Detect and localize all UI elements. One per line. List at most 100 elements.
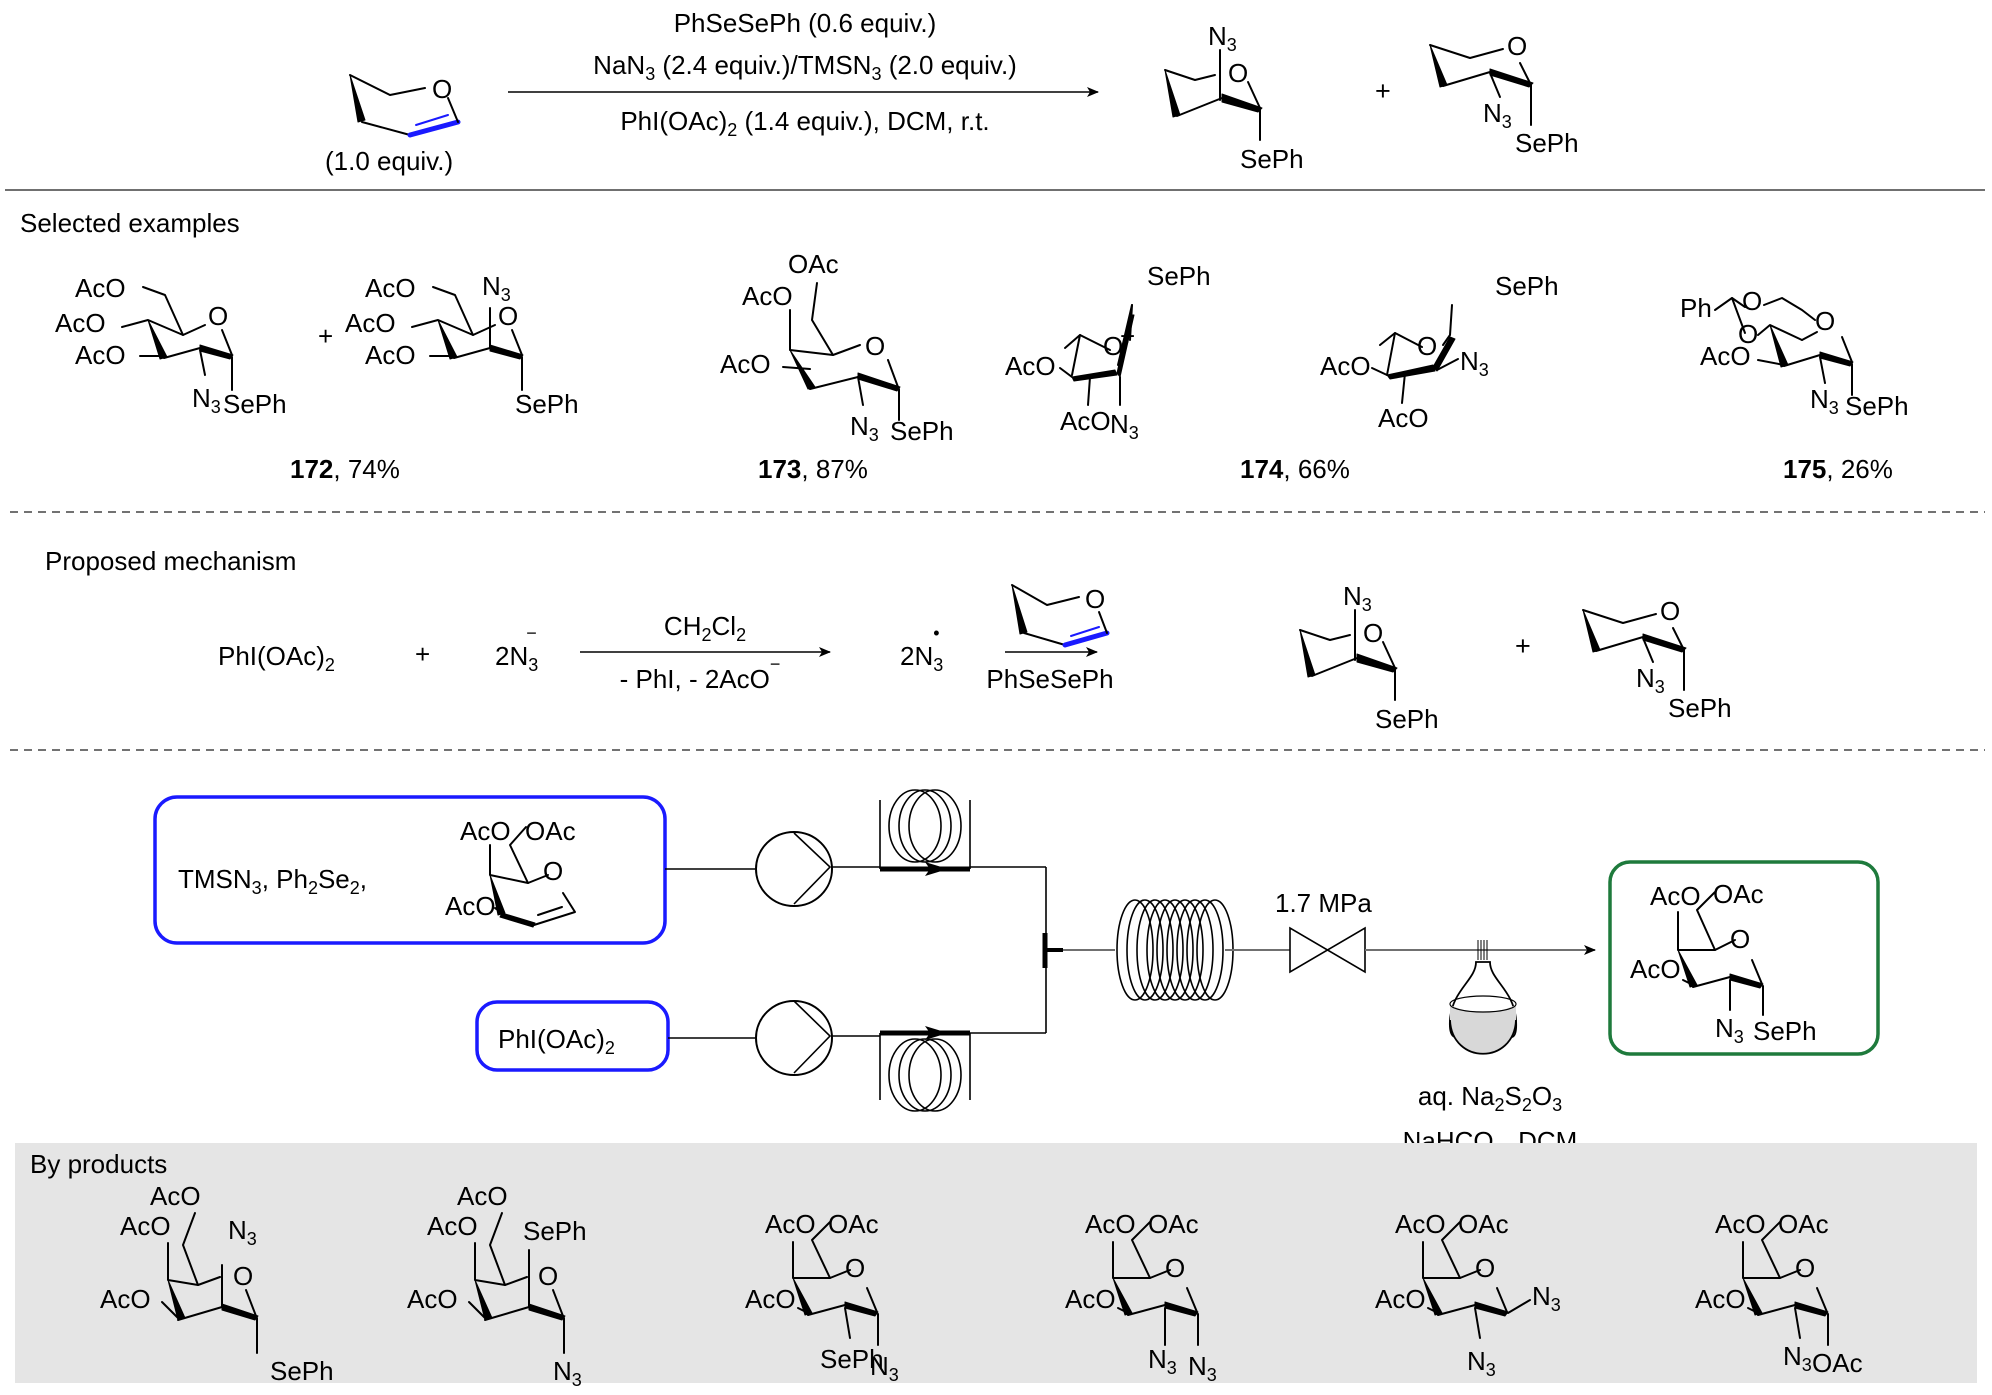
compound-174-beta: SePh O AcO N3 AcO	[1320, 271, 1559, 433]
plus-sign: +	[318, 321, 333, 351]
svg-text:N3: N3	[1532, 1281, 1561, 1315]
svg-text:O: O	[233, 1261, 253, 1291]
svg-text:AcO: AcO	[1695, 1284, 1746, 1314]
svg-text:O: O	[1417, 331, 1437, 361]
svg-text:O: O	[1363, 618, 1383, 648]
compound-label-172: 172, 74%	[290, 454, 400, 484]
svg-text:AcO: AcO	[460, 816, 511, 846]
svg-text:AcO: AcO	[1375, 1284, 1426, 1314]
svg-text:O: O	[208, 301, 228, 331]
mechanism-azide-anion: 2N3−	[495, 623, 538, 675]
selected-examples-heading: Selected examples	[20, 208, 240, 238]
quench-line-1: aq. Na2S2O3	[1418, 1081, 1562, 1115]
svg-text:AcO: AcO	[427, 1211, 478, 1241]
svg-text:SePh: SePh	[223, 389, 287, 419]
svg-text:O: O	[1507, 31, 1527, 61]
svg-text:N3: N3	[850, 411, 879, 445]
coil-turn	[1136, 899, 1174, 1001]
svg-text:AcO: AcO	[742, 281, 793, 311]
svg-text:SePh: SePh	[890, 416, 954, 446]
mechanism-solvent: CH2Cl2	[664, 611, 746, 645]
svg-text:O: O	[1742, 286, 1762, 316]
coil-turn	[1146, 899, 1184, 1001]
compound-174-alpha: SePh O AcO AcO N3	[1005, 261, 1211, 443]
byproduct-3-phse-azide: AcO OAc O AcO SePh N3	[745, 1209, 899, 1385]
compound-label-174: 174, 66%	[1240, 454, 1350, 484]
svg-text:AcO: AcO	[75, 273, 126, 303]
svg-text:AcO: AcO	[1065, 1284, 1116, 1314]
coil-turn	[1176, 899, 1214, 1001]
plus-sign: +	[1515, 631, 1531, 661]
svg-text:O: O	[1085, 584, 1105, 614]
svg-text:SePh: SePh	[270, 1356, 334, 1386]
svg-text:OAc: OAc	[1713, 879, 1764, 909]
byproduct-2-seph-c2: AcO AcO AcO SePh O N3	[407, 1181, 587, 1390]
svg-text:AcO: AcO	[457, 1181, 508, 1211]
starting-material-amount: (1.0 equiv.)	[325, 146, 453, 176]
svg-text:AcO: AcO	[720, 349, 771, 379]
svg-text:OAc: OAc	[788, 249, 839, 279]
reactor-coil	[1116, 899, 1234, 1001]
svg-text:AcO: AcO	[765, 1209, 816, 1239]
pump-1	[755, 831, 833, 907]
product-box	[1608, 860, 1880, 1056]
compound-172-gluco: AcO AcO AcO O N3 SePh	[55, 273, 287, 419]
n3-label: N3	[1483, 98, 1512, 132]
feed-box-2	[475, 1000, 670, 1072]
svg-text:N3: N3	[553, 1356, 582, 1390]
svg-text:O: O	[1815, 306, 1835, 336]
svg-text:AcO: AcO	[1715, 1209, 1766, 1239]
svg-text:AcO: AcO	[75, 340, 126, 370]
svg-text:OAc: OAc	[1812, 1348, 1863, 1378]
coil-turn	[1126, 899, 1164, 1001]
svg-text:OAc: OAc	[525, 816, 576, 846]
mechanism-reagent-piida: PhI(OAc)2	[218, 641, 335, 675]
svg-text:O: O	[538, 1261, 558, 1291]
coil-turn	[1116, 899, 1154, 1001]
svg-text:N3: N3	[1715, 1013, 1744, 1047]
svg-text:AcO: AcO	[345, 308, 396, 338]
svg-text:N3: N3	[1467, 1346, 1496, 1380]
compound-label-173: 173, 87%	[758, 454, 868, 484]
svg-text:AcO: AcO	[150, 1181, 201, 1211]
svg-text:O: O	[1795, 1253, 1815, 1283]
svg-text:OAc: OAc	[828, 1209, 879, 1239]
svg-text:N3: N3	[1343, 581, 1372, 615]
svg-text:AcO: AcO	[1650, 881, 1701, 911]
svg-text:SePh: SePh	[1668, 693, 1732, 723]
svg-text:AcO: AcO	[407, 1284, 458, 1314]
svg-text:N3: N3	[1188, 1351, 1217, 1385]
svg-text:AcO: AcO	[55, 308, 106, 338]
svg-text:AcO: AcO	[1395, 1209, 1446, 1239]
svg-text:O: O	[1660, 596, 1680, 626]
svg-text:OAc: OAc	[1148, 1209, 1199, 1239]
svg-text:O: O	[845, 1253, 865, 1283]
top-product-alpha-gluco: O N3 SePh	[1429, 31, 1579, 158]
by-products-panel	[15, 1143, 1977, 1383]
svg-text:N3: N3	[482, 271, 511, 305]
feed-box-1	[153, 795, 667, 945]
svg-text:AcO: AcO	[1060, 406, 1111, 436]
svg-text:SePh: SePh	[1495, 271, 1559, 301]
svg-text:SePh: SePh	[820, 1344, 884, 1374]
svg-text:N3: N3	[1783, 1341, 1812, 1375]
coil-turn	[1166, 899, 1204, 1001]
svg-text:AcO: AcO	[1320, 351, 1371, 381]
svg-text:N3: N3	[870, 1351, 899, 1385]
svg-text:AcO: AcO	[365, 273, 416, 303]
svg-text:O: O	[1475, 1253, 1495, 1283]
svg-text:O: O	[498, 301, 518, 331]
plus-sign: +	[415, 639, 430, 669]
svg-text:OAc: OAc	[1458, 1209, 1509, 1239]
svg-text:N3: N3	[192, 383, 221, 417]
compound-173-galacto: OAc AcO AcO O N3 SePh	[720, 249, 954, 446]
coil-turn	[1156, 899, 1194, 1001]
compound-172-manno: AcO AcO AcO N3 O SePh	[345, 271, 579, 419]
svg-text:O: O	[1738, 319, 1758, 349]
svg-text:N3: N3	[228, 1215, 257, 1249]
mechanism-byproducts: - PhI, - 2AcO−	[620, 654, 781, 694]
svg-text:N3: N3	[1810, 384, 1839, 418]
collection-flask	[1449, 940, 1518, 1055]
svg-text:SePh: SePh	[1147, 261, 1211, 291]
